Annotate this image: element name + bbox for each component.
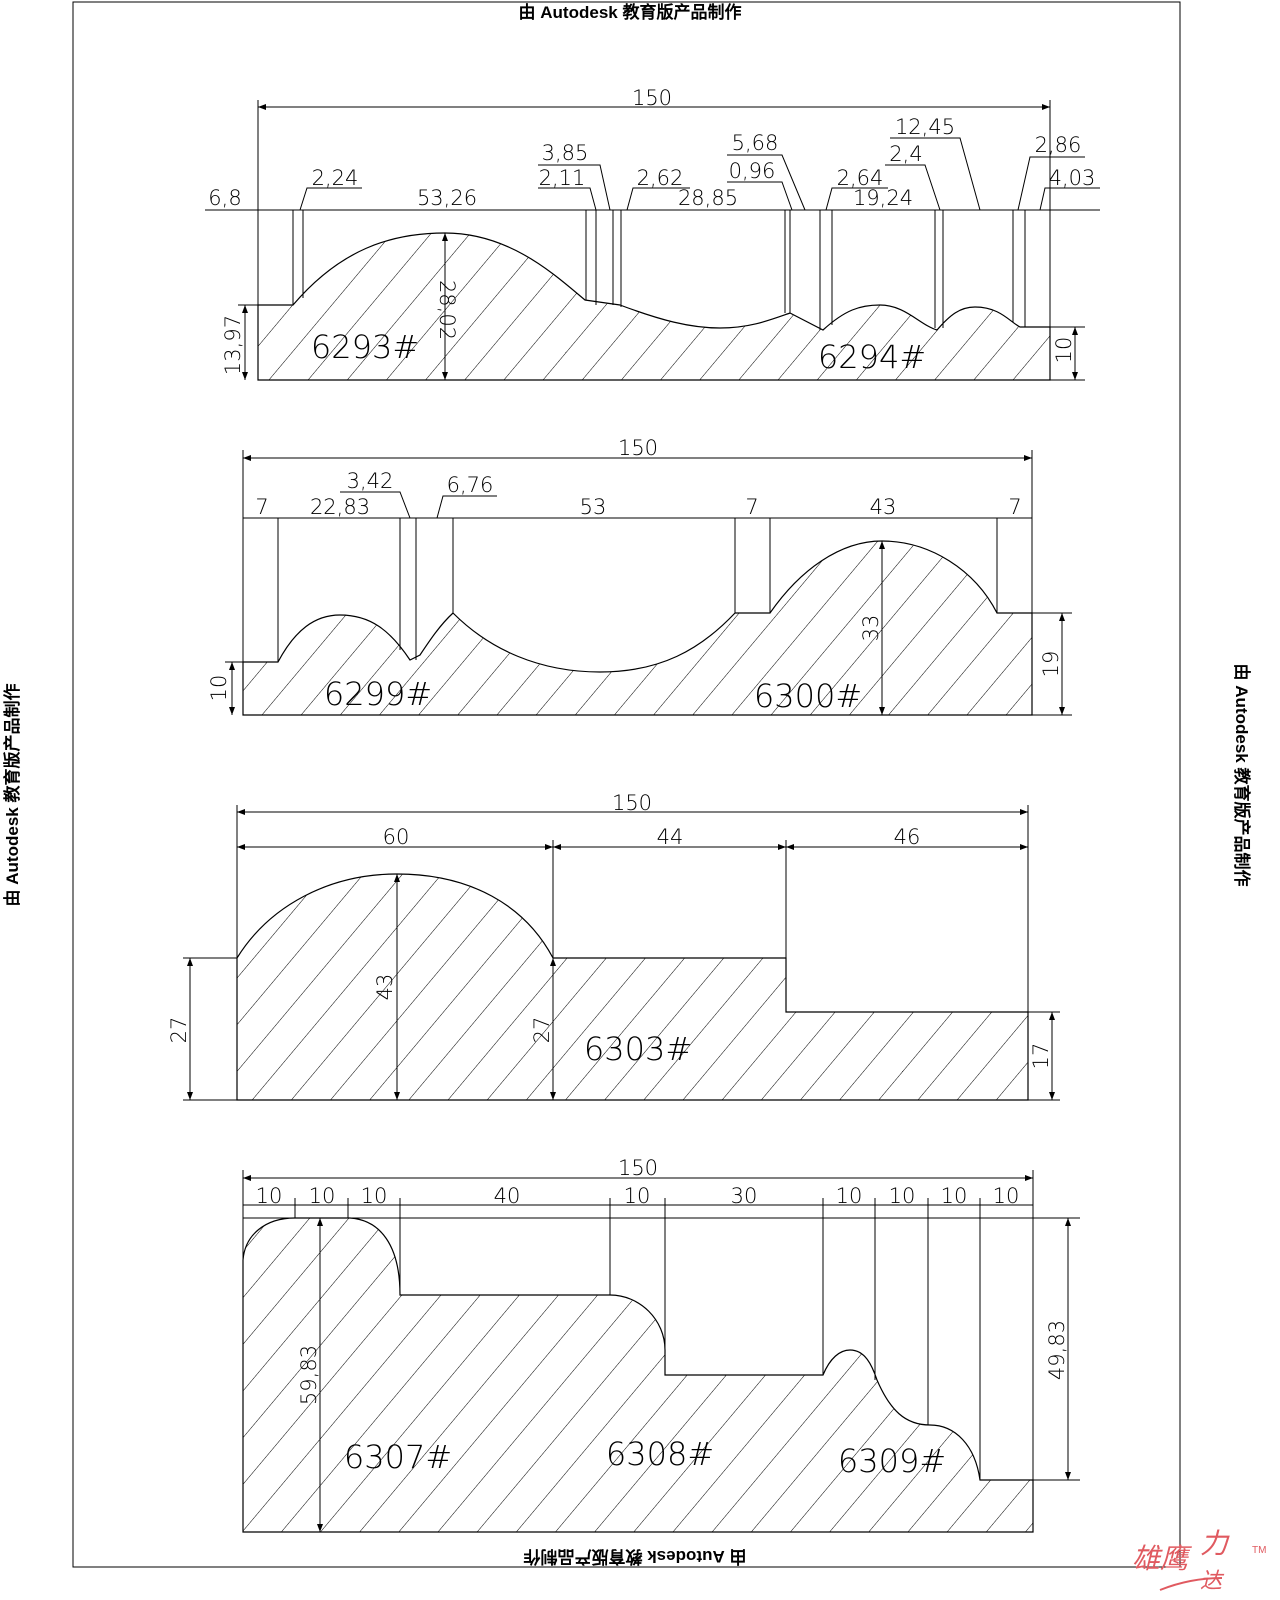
profile-code: 6293# <box>311 328 419 366</box>
profile-code: 6303# <box>584 1030 692 1068</box>
drawing-6299-6300: 150 7 22,83 3,42 6,76 53 7 43 7 10 33 19… <box>207 436 1072 716</box>
height-label: 27 <box>167 1017 191 1044</box>
dim-label: 2,64 <box>837 166 884 190</box>
dim-label: 28,85 <box>678 186 738 210</box>
dim-label: 7 <box>745 495 758 519</box>
profile-code: 6299# <box>324 675 432 713</box>
height-label: 43 <box>373 974 397 1001</box>
dim-label: 12,45 <box>895 115 955 139</box>
dim-label: 10 <box>309 1184 336 1208</box>
height-label: 27 <box>530 1017 554 1044</box>
dim-label: 30 <box>731 1184 758 1208</box>
watermark-left: 由 Autodesk 教育版产品制作 <box>2 684 22 907</box>
height-label: 19 <box>1039 651 1063 678</box>
dim-label: 10 <box>256 1184 283 1208</box>
overall-width-label: 150 <box>618 436 658 460</box>
dim-label: 22,83 <box>310 495 370 519</box>
drawing-6293-6294: 150 6,8 2,24 53,26 3,85 2,11 2,62 28,85 … <box>205 86 1100 381</box>
profile-6303 <box>236 873 1029 1101</box>
dim-label: 10 <box>624 1184 651 1208</box>
dim-label: 10 <box>941 1184 968 1208</box>
height-label: 10 <box>207 675 231 702</box>
dim-label: 3,42 <box>347 469 394 493</box>
brand-logo: 雄鹰 力 达 TM <box>1132 1527 1266 1594</box>
dim-label: 5,68 <box>732 131 779 155</box>
height-label: 28,02 <box>435 280 459 340</box>
profile-code: 6307# <box>344 1438 452 1476</box>
height-label: 10 <box>1052 337 1076 364</box>
profile-code: 6300# <box>754 677 862 715</box>
profile-code: 6308# <box>606 1435 714 1473</box>
logo-text: 雄鹰 <box>1132 1542 1192 1575</box>
dim-label: 2,24 <box>312 166 359 190</box>
dim-label: 6,76 <box>447 473 494 497</box>
dim-label: 43 <box>870 495 897 519</box>
watermark-right: 由 Autodesk 教育版产品制作 <box>1232 664 1252 887</box>
dim-label: 7 <box>255 495 268 519</box>
profile-code: 6294# <box>818 338 926 376</box>
dim-label: 46 <box>894 825 921 849</box>
dim-label: 6,8 <box>208 186 241 210</box>
dim-label: 2,62 <box>637 166 684 190</box>
logo-text: 达 <box>1200 1569 1225 1594</box>
trademark-mark: TM <box>1252 1545 1266 1556</box>
dim-label: 19,24 <box>853 186 913 210</box>
drawing-6307-6308-6309: 150 10 10 10 40 10 30 10 10 10 10 59,83 … <box>242 1156 1080 1533</box>
dim-label: 53,26 <box>417 186 477 210</box>
dim-label: 10 <box>993 1184 1020 1208</box>
logo-text: 力 <box>1200 1527 1230 1560</box>
dim-label: 60 <box>383 825 410 849</box>
overall-width-label: 150 <box>618 1156 658 1180</box>
watermark-top: 由 Autodesk 教育版产品制作 <box>519 2 742 22</box>
overall-width-label: 150 <box>612 791 652 815</box>
dim-label: 10 <box>836 1184 863 1208</box>
dim-label: 7 <box>1008 495 1021 519</box>
profile-code: 6309# <box>838 1442 946 1480</box>
profile-6307-6309 <box>242 1217 1034 1533</box>
dim-label: 40 <box>494 1184 521 1208</box>
height-label: 17 <box>1029 1043 1053 1070</box>
dim-label: 0,96 <box>729 159 776 183</box>
height-label: 59,83 <box>297 1345 321 1405</box>
height-label: 13,97 <box>221 315 245 375</box>
dim-label: 44 <box>657 825 684 849</box>
dim-label: 10 <box>889 1184 916 1208</box>
dim-label: 2,11 <box>539 166 586 190</box>
dim-label: 10 <box>361 1184 388 1208</box>
sheet-frame <box>72 1 1181 1568</box>
dim-label: 53 <box>580 495 607 519</box>
dim-label: 3,85 <box>542 141 589 165</box>
profile-6299-6300 <box>242 540 1033 716</box>
watermark-bottom: 由 Autodesk 教育版产品制作 <box>524 1547 747 1567</box>
dim-label: 2,4 <box>889 142 922 166</box>
overall-width-label: 150 <box>632 86 672 110</box>
dim-label: 2,86 <box>1035 133 1082 157</box>
drawing-6303: 150 60 44 46 27 43 27 17 6303# <box>167 791 1060 1101</box>
height-label: 49,83 <box>1045 1320 1069 1380</box>
dim-label: 4,03 <box>1049 166 1096 190</box>
height-label: 33 <box>859 615 883 642</box>
